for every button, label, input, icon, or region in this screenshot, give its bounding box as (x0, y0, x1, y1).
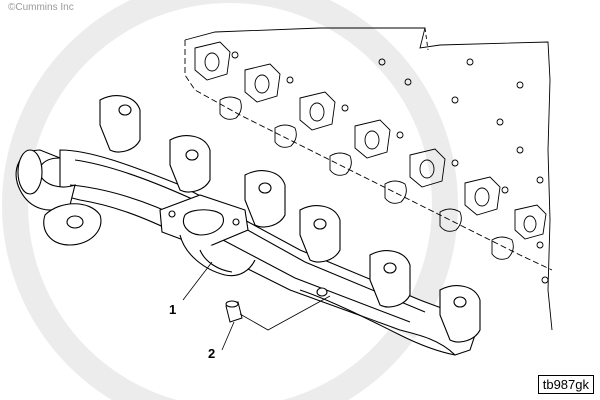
exhaust-manifold (15, 95, 481, 356)
leader-lines (182, 261, 331, 351)
plug (225, 300, 243, 323)
copyright-text: ©Cummins Inc (8, 2, 74, 13)
callout-1: 1 (169, 302, 177, 317)
callout-2: 2 (208, 346, 216, 361)
cylinder-head (184, 27, 553, 331)
figure-id: tb987gk (537, 375, 594, 394)
watermark-logo (2, 0, 458, 400)
